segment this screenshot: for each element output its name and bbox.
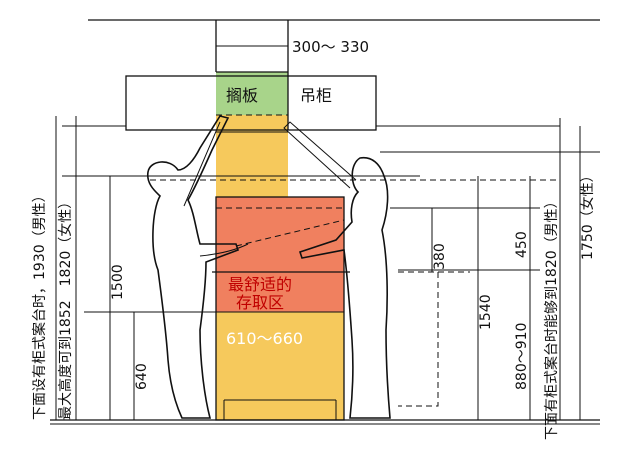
hanging-cabinet-outline [125, 75, 377, 131]
shelf-label: 搁板 [226, 86, 258, 105]
counter-label: 610～660 [226, 329, 303, 348]
comfort-zone [216, 197, 344, 272]
top-width-label: 300～ 330 [292, 38, 369, 56]
right-outer-note: 1750（女性） [579, 168, 596, 260]
dim-1540-label: 1540 [478, 294, 494, 330]
base-cabinet-outline [215, 196, 345, 421]
dim-380-label: 380 [432, 243, 448, 270]
right-dashed-cabinet [398, 271, 439, 407]
left-inner-note: 最大高度可到1852 1820（女性） [57, 195, 74, 420]
dash-reach [235, 219, 345, 247]
dim-640-label: 640 [134, 363, 150, 390]
right-figure-arm [283, 121, 357, 189]
dim-1500-label: 1500 [110, 264, 126, 300]
left-figure-arm [183, 121, 249, 257]
dim-450-label: 450 [514, 231, 530, 258]
counter-zone [216, 312, 344, 420]
comfort-label-zone [216, 272, 344, 312]
comfort-label-line1: 最舒适的 [228, 275, 292, 294]
right-inner-note: 下面有柜式案台时能够到1820（男性） [543, 194, 560, 440]
dim-880-910-label: 880～910 [514, 323, 530, 390]
upper-cabinet-yellow-zone [216, 115, 288, 197]
comfort-label-line2: 存取区 [236, 293, 284, 312]
left-outer-note: 下面设有柜式案台时，1930（男性） [31, 188, 48, 420]
right-figure [298, 156, 391, 419]
cabinet-label: 吊柜 [300, 86, 332, 105]
left-figure [146, 115, 240, 419]
shelf-zone [216, 72, 288, 115]
